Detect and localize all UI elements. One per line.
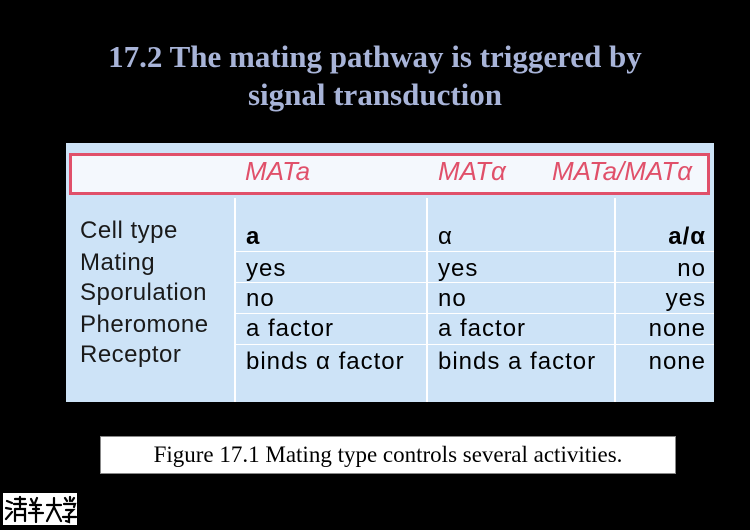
figure-caption: Figure 17.1 Mating type controls several… (100, 436, 676, 474)
row-label-mating: Mating (80, 249, 156, 276)
row-divider (234, 282, 714, 283)
cell-diploid: a/α (668, 223, 706, 250)
row-divider (234, 313, 714, 314)
row-label-pheromone: Pheromone (80, 311, 209, 338)
header-matalpha: MATα (438, 156, 506, 186)
header-diploid: MATa/MATα (552, 156, 693, 186)
cell-matalpha: binds a factor (438, 348, 597, 375)
cell-diploid: none (648, 315, 706, 342)
slide-title-line-2: signal transduction (247, 77, 503, 112)
column-divider (234, 198, 236, 402)
row-divider (234, 344, 714, 345)
cell-matalpha: no (438, 285, 467, 312)
row-divider (234, 251, 714, 252)
slide-title-line-1: 17.2 The mating pathway is triggered by (108, 39, 642, 74)
cell-mata: yes (246, 255, 287, 282)
cell-matalpha: yes (438, 255, 479, 282)
row-label-receptor: Receptor (80, 341, 182, 368)
column-divider (426, 198, 428, 402)
cell-matalpha: α (438, 223, 453, 250)
row-label-sporulation: Sporulation (80, 279, 207, 306)
cell-diploid: yes (665, 285, 706, 312)
cell-diploid: no (677, 255, 706, 282)
header-mata: MATa (245, 156, 311, 186)
cell-mata: binds α factor (246, 348, 405, 375)
mating-type-table: MATa MATα MATa/MATα Cell type a α a/α Ma… (66, 143, 714, 402)
cell-matalpha: a factor (438, 315, 527, 342)
column-divider (614, 198, 616, 402)
university-logo (3, 493, 78, 525)
slide-title: 17.2 The mating pathway is triggered by … (0, 38, 750, 114)
cell-mata: no (246, 285, 275, 312)
cell-diploid: none (648, 348, 706, 375)
cell-mata: a (246, 223, 261, 250)
table-header-band (69, 153, 710, 195)
cell-mata: a factor (246, 315, 335, 342)
row-label-cell-type: Cell type (80, 217, 178, 244)
calligraphy-logo-icon (4, 495, 78, 524)
